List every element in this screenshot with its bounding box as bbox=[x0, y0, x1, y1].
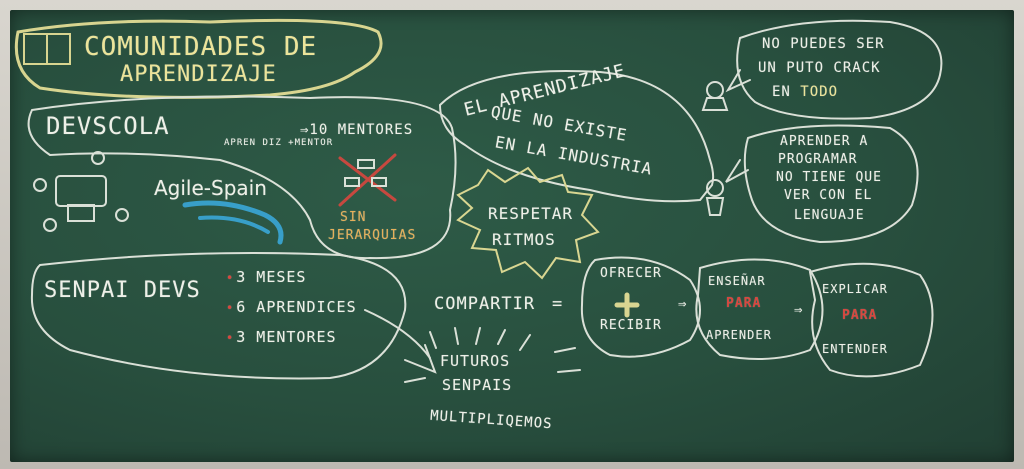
senpai-label: SENPAI DEVS bbox=[44, 278, 201, 303]
chalkboard: COMUNIDADES DE APRENDIZAJE DEVSCOLA ⇒10 … bbox=[10, 10, 1014, 462]
title-line2: APRENDIZAJE bbox=[120, 62, 277, 87]
respect-line2: RITMOS bbox=[492, 230, 556, 249]
bubble-top-line3: EN TODO bbox=[772, 84, 839, 100]
bubble-mid-line1: APRENDER A bbox=[780, 134, 869, 149]
share-for-1: PARA bbox=[726, 296, 762, 311]
devscola-mentors: ⇒10 MENTORES bbox=[300, 122, 414, 138]
arrow-1: ⇒ bbox=[678, 296, 688, 312]
no-hierarchy-line2: JERARQUIAS bbox=[328, 228, 417, 243]
respect-line1: RESPETAR bbox=[488, 204, 574, 223]
share-teach: ENSEÑAR bbox=[708, 274, 766, 288]
share-receive: RECIBIR bbox=[600, 318, 662, 333]
share-for-2: PARA bbox=[842, 308, 878, 323]
senpai-item-1: •3 MESES bbox=[226, 268, 307, 286]
bubble-mid-line3: NO TIENE QUE bbox=[776, 170, 882, 185]
senpai-item-3: •3 MENTORES bbox=[226, 328, 337, 346]
arrow-2: ⇒ bbox=[794, 302, 804, 318]
share-learn: APRENDER bbox=[706, 328, 772, 342]
share-equals: = bbox=[552, 294, 564, 314]
bubble-mid-line5: LENGUAJE bbox=[794, 208, 865, 223]
no-hierarchy-line1: SIN bbox=[340, 210, 367, 225]
title-line1: COMUNIDADES DE bbox=[84, 32, 318, 62]
share-understand: ENTENDER bbox=[822, 342, 888, 356]
future-line2: SENPAIS bbox=[442, 376, 513, 394]
agile-spain-label: Agile-Spain bbox=[154, 176, 267, 200]
devscola-label: DEVSCOLA bbox=[46, 112, 170, 140]
bubble-top-line2: UN PUTO CRACK bbox=[758, 60, 881, 76]
share-explain: EXPLICAR bbox=[822, 282, 888, 296]
bubble-mid-line2: PROGRAMAR bbox=[778, 152, 858, 167]
chalk-drawings bbox=[14, 18, 943, 383]
senpai-item-2: •6 APRENDICES bbox=[226, 298, 357, 316]
share-offer: OFRECER bbox=[600, 266, 662, 281]
bubble-mid-line4: VER CON EL bbox=[784, 188, 873, 203]
devscola-pair-label: APREN DIZ +MENTOR bbox=[224, 138, 334, 148]
share-label: COMPARTIR bbox=[434, 294, 536, 314]
bubble-top-line1: NO PUEDES SER bbox=[762, 36, 885, 52]
future-line1: FUTUROS bbox=[440, 352, 511, 370]
